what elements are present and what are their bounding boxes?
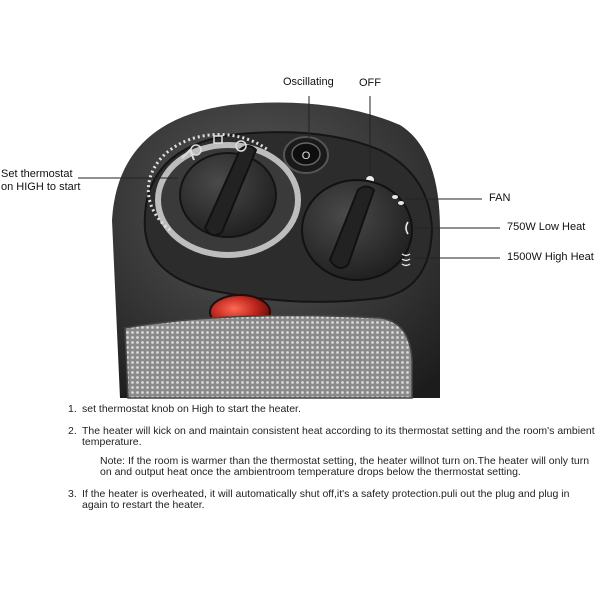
- heater-illustration: O: [78, 96, 500, 399]
- switch-glyph: O: [302, 150, 311, 162]
- step-number: 2.: [68, 424, 77, 437]
- instruction-step: 2. The heater will kick on and maintain …: [68, 424, 598, 479]
- thermostat-label-line2: on HIGH to start: [1, 181, 81, 193]
- low-heat-icon: [405, 221, 409, 235]
- instruction-step: 1. set thermostat knob on High to start …: [68, 403, 598, 416]
- step-number: 1.: [68, 403, 77, 415]
- oscillating-label: Oscillating: [283, 76, 334, 88]
- mode-knob-handle: [328, 185, 376, 270]
- lock-icon: [213, 135, 223, 144]
- instructions-list: 1. set thermostat knob on High to start …: [68, 403, 598, 519]
- thermostat-label-line1: Set thermostat: [1, 168, 73, 180]
- fan-icon: [392, 195, 404, 205]
- high-heat-icon: [401, 253, 411, 267]
- off-label: OFF: [359, 77, 381, 89]
- step-note: Note: If the room is warmer than the the…: [100, 454, 590, 478]
- max-icon: [190, 144, 202, 156]
- step-text: The heater will kick on and maintain con…: [82, 424, 595, 448]
- min-icon: [235, 140, 247, 152]
- step-number: 3.: [68, 487, 77, 500]
- oscillation-switch: [291, 142, 321, 166]
- high-heat-label: 1500W High Heat: [507, 251, 594, 263]
- instruction-step: 3. If the heater is overheated, it will …: [68, 487, 598, 512]
- thermostat-knob-handle: [203, 145, 258, 237]
- heater-grille: [124, 314, 413, 399]
- step-text: If the heater is overheated, it will aut…: [82, 487, 570, 511]
- step-text: set thermostat knob on High to start the…: [82, 403, 301, 415]
- low-heat-label: 750W Low Heat: [507, 221, 586, 233]
- fan-label: FAN: [489, 192, 511, 204]
